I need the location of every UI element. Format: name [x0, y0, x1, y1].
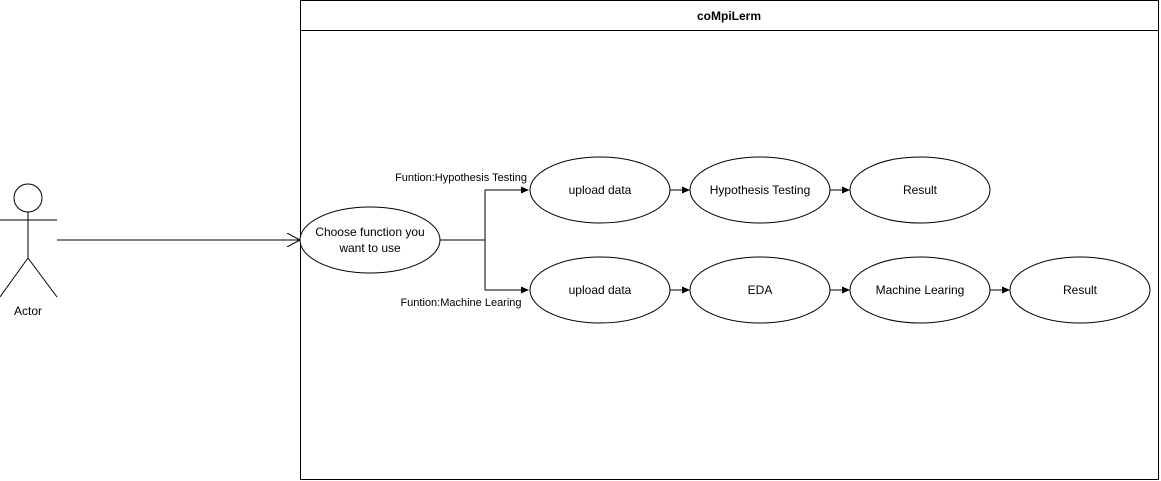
actor-head — [13, 183, 43, 213]
use-case-upload-data-bottom[interactable]: upload data — [529, 256, 671, 324]
use-case-upload-data-top[interactable]: upload data — [529, 156, 671, 224]
use-case-choose-function[interactable]: Choose function you want to use — [299, 206, 441, 274]
use-case-result-bottom[interactable]: Result — [1009, 256, 1151, 324]
use-case-hypothesis-testing[interactable]: Hypothesis Testing — [689, 156, 831, 224]
system-title: coMpiLerm — [697, 9, 761, 23]
actor-left-leg — [0, 257, 29, 298]
edge-label-hypothesis-branch: Funtion:Hypothesis Testing — [395, 172, 527, 184]
choose-function-line2: want to use — [338, 241, 401, 255]
result-bottom-label: Result — [1063, 283, 1098, 297]
edge-choose-to-upload-top — [440, 186, 529, 241]
actor-label: Actor — [14, 304, 42, 318]
actor-right-leg — [27, 257, 58, 298]
edge-choose-to-upload-bottom — [484, 240, 529, 294]
edge-label-ml-branch: Funtion:Machine Learing — [400, 297, 521, 309]
machine-learning-label: Machine Learing — [876, 283, 965, 297]
choose-function-line1: Choose function you — [315, 225, 424, 239]
upload-data-bottom-label: upload data — [569, 283, 632, 297]
use-case-result-top[interactable]: Result — [849, 156, 991, 224]
actor[interactable]: Actor — [0, 183, 58, 318]
use-case-machine-learning[interactable]: Machine Learing — [849, 256, 991, 324]
eda-label: EDA — [748, 283, 773, 297]
use-case-eda[interactable]: EDA — [689, 256, 831, 324]
upload-data-top-label: upload data — [569, 183, 632, 197]
hypothesis-testing-label: Hypothesis Testing — [710, 183, 811, 197]
connectors: Funtion:Hypothesis Testing Funtion:Machi… — [57, 172, 1010, 309]
result-top-label: Result — [903, 183, 938, 197]
